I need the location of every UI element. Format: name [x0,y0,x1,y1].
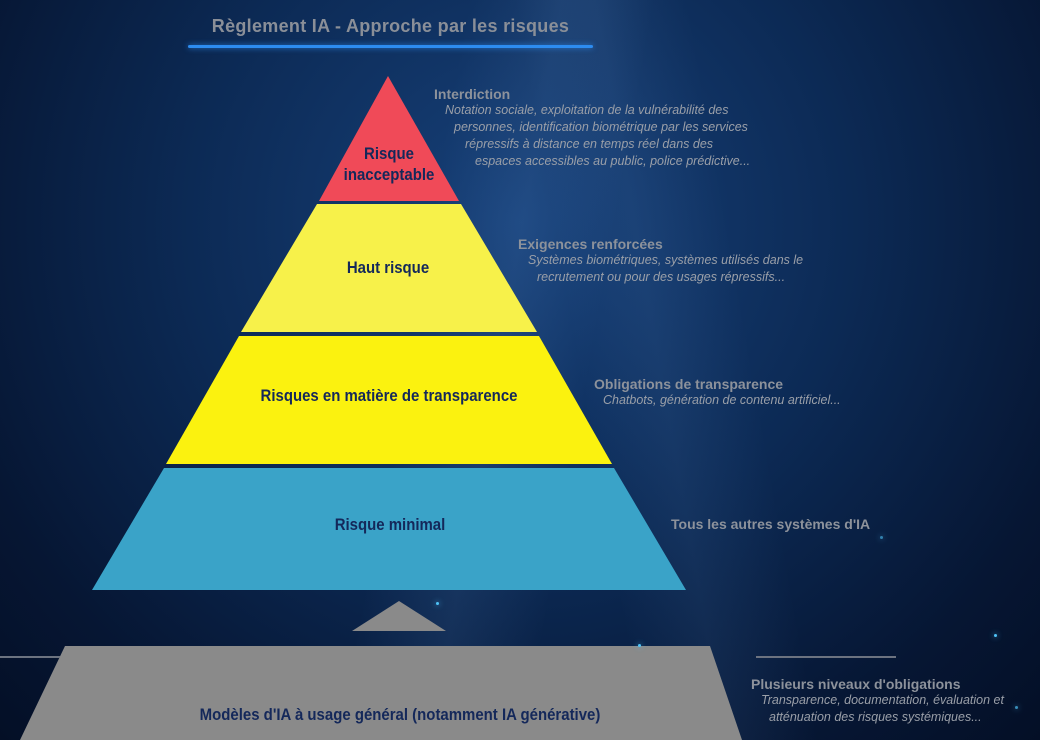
tier-label-line-2: inacceptable [343,165,435,184]
tier-label-line-1: Risque [364,144,414,163]
tier-high-shape [241,204,537,332]
annotation-line: Transparence, documentation, évaluation … [761,693,1004,707]
annotation-text: Notation sociale, exploitation de la vul… [434,102,750,170]
annotation-line: répressifs à distance en temps réel dans… [465,137,714,151]
tier-transparency-shape [166,336,612,464]
annotation-heading: Plusieurs niveaux d'obligations [751,676,961,692]
annotation-line: personnes, identification biométrique pa… [454,120,748,134]
annotation-text: Transparence, documentation, évaluation … [751,692,1004,726]
gpai-arrow-shape [352,601,446,631]
sparkle-dot [994,634,997,637]
sparkle-dot [880,536,883,539]
sparkle-dot [638,644,641,647]
divider-line-right [756,656,896,658]
title-underline [188,45,593,48]
annotation-line: recrutement ou pour des usages répressif… [537,270,786,284]
tier-label-minimal: Risque minimal [334,515,446,534]
divider-line-left [0,656,60,658]
sparkle-dot [436,602,439,605]
gpai-base-shape [20,646,742,740]
annotation-line: atténuation des risques systémiques... [769,710,982,724]
annotation-heading: Interdiction [434,86,511,102]
annotation-line: espaces accessibles au public, police pr… [475,154,751,168]
tier-label-high: Haut risque [346,258,430,277]
annotation-heading: Obligations de transparence [594,376,784,392]
tier-unacceptable-shape [319,76,459,201]
gpai-label: Modèles d'IA à usage général (notamment … [199,705,601,724]
annotation-line: Chatbots, génération de contenu artifici… [603,393,841,407]
annotation-interdiction: Interdiction Notation sociale, exploitat… [434,86,750,170]
page-title: Règlement IA - Approche par les risques [211,16,570,36]
annotation-line: Notation sociale, exploitation de la vul… [445,103,729,117]
annotation-minimal: Tous les autres systèmes d'IA [671,516,896,532]
sparkle-dot [1015,706,1018,709]
annotation-text: Systèmes biométriques, systèmes utilisés… [518,252,803,286]
tier-label-unacceptable: Risque inacceptable [319,143,460,185]
annotation-line: Systèmes biométriques, systèmes utilisés… [528,253,804,267]
annotation-text: Chatbots, génération de contenu artifici… [594,392,841,409]
annotation-heading: Tous les autres systèmes d'IA [671,516,871,532]
annotation-exigences: Exigences renforcées Systèmes biométriqu… [518,236,803,286]
annotation-heading: Exigences renforcées [518,236,663,252]
tier-minimal-shape [92,468,686,590]
tier-label-transparency: Risques en matière de transparence [260,386,518,405]
annotation-obligations: Obligations de transparence Chatbots, gé… [594,376,841,409]
annotation-gpai: Plusieurs niveaux d'obligations Transpar… [751,676,1004,726]
